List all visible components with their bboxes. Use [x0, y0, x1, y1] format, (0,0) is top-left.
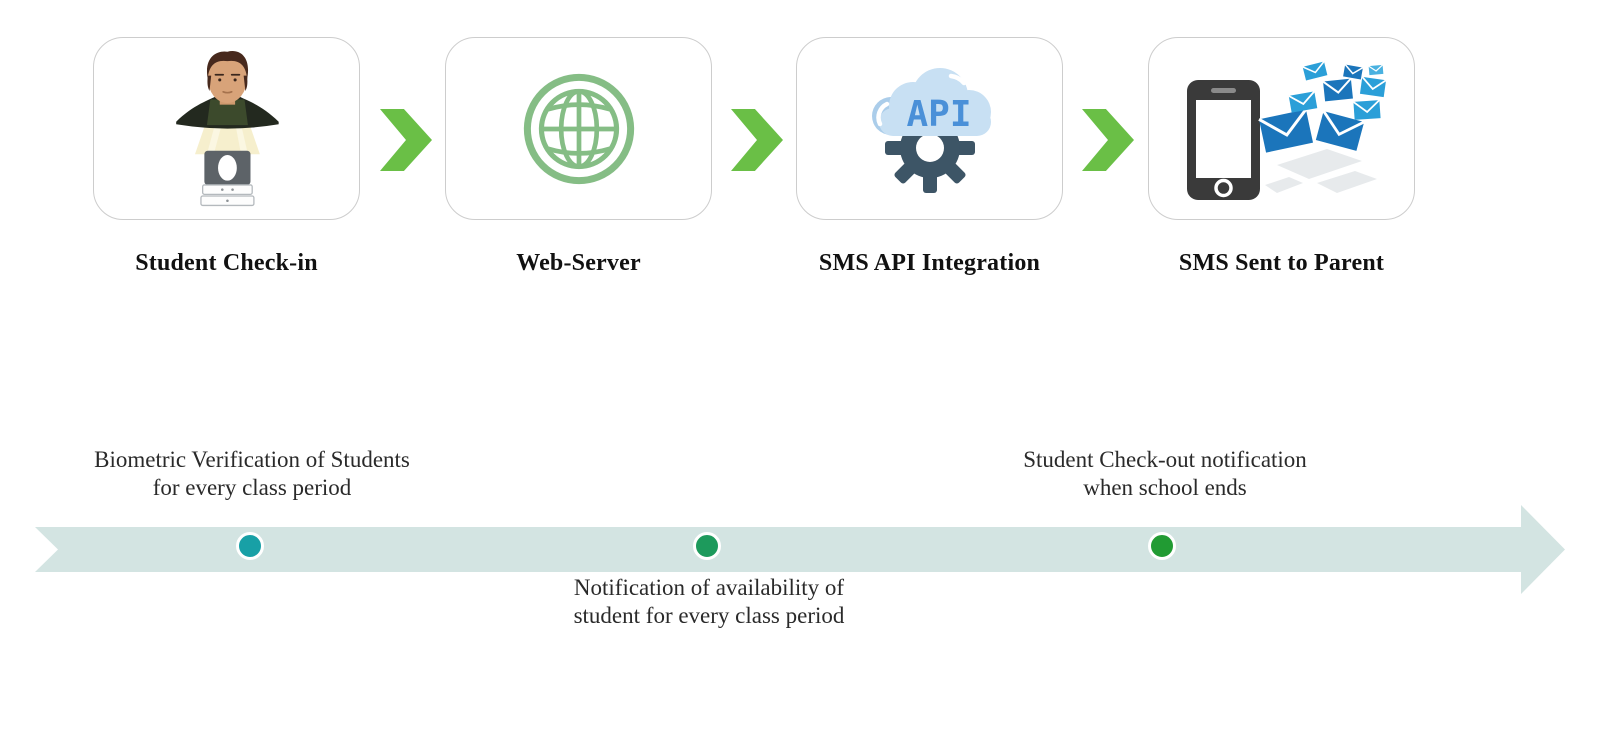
flow-step-label: SMS Sent to Parent: [1178, 250, 1385, 276]
chevron-right-icon: [380, 109, 432, 171]
flow-step-label: Student Check-in: [135, 250, 318, 276]
smartphone-icon: [1186, 79, 1260, 200]
milestone-label-line: Notification of availability of: [573, 575, 845, 600]
timeline-milestone-label: Student Check-out notification when scho…: [950, 446, 1380, 502]
chevron-right-icon: [1082, 109, 1134, 171]
milestone-label-line: when school ends: [1083, 475, 1247, 500]
timeline-milestone-dot: [236, 532, 264, 560]
flow-step-card-sms-api: API: [796, 37, 1063, 220]
cloud-api-gear-icon: API: [871, 67, 991, 193]
timeline-band: [35, 527, 1522, 572]
milestone-label-line: student for every class period: [573, 603, 845, 628]
flow-step-card-web-server: [445, 37, 712, 220]
chevron-right-icon: [731, 109, 783, 171]
timeline-milestone-label: Biometric Verification of Students for e…: [37, 446, 467, 502]
timeline-milestone-dot: [693, 532, 721, 560]
flow-step-label: SMS API Integration: [818, 250, 1041, 276]
flow-step-label: Web-Server: [516, 250, 641, 276]
timeline-milestone-label: Notification of availability of student …: [494, 574, 924, 630]
biometric-checkin-icon: [175, 50, 279, 206]
flow-step-card-sms-parent: [1148, 37, 1415, 220]
globe-icon: [523, 73, 634, 184]
api-label: API: [906, 94, 971, 135]
milestone-label-line: Student Check-out notification: [1023, 447, 1307, 472]
flow-step-card-student-checkin: [93, 37, 360, 220]
cloud-icon: API: [871, 67, 991, 136]
timeline-arrowhead-icon: [1521, 505, 1565, 594]
envelopes-icon: [1257, 60, 1387, 153]
milestone-label-line: Biometric Verification of Students: [94, 447, 410, 472]
milestone-label-line: for every class period: [152, 475, 352, 500]
phone-sms-icon: [1186, 60, 1387, 200]
timeline-milestone-dot: [1148, 532, 1176, 560]
